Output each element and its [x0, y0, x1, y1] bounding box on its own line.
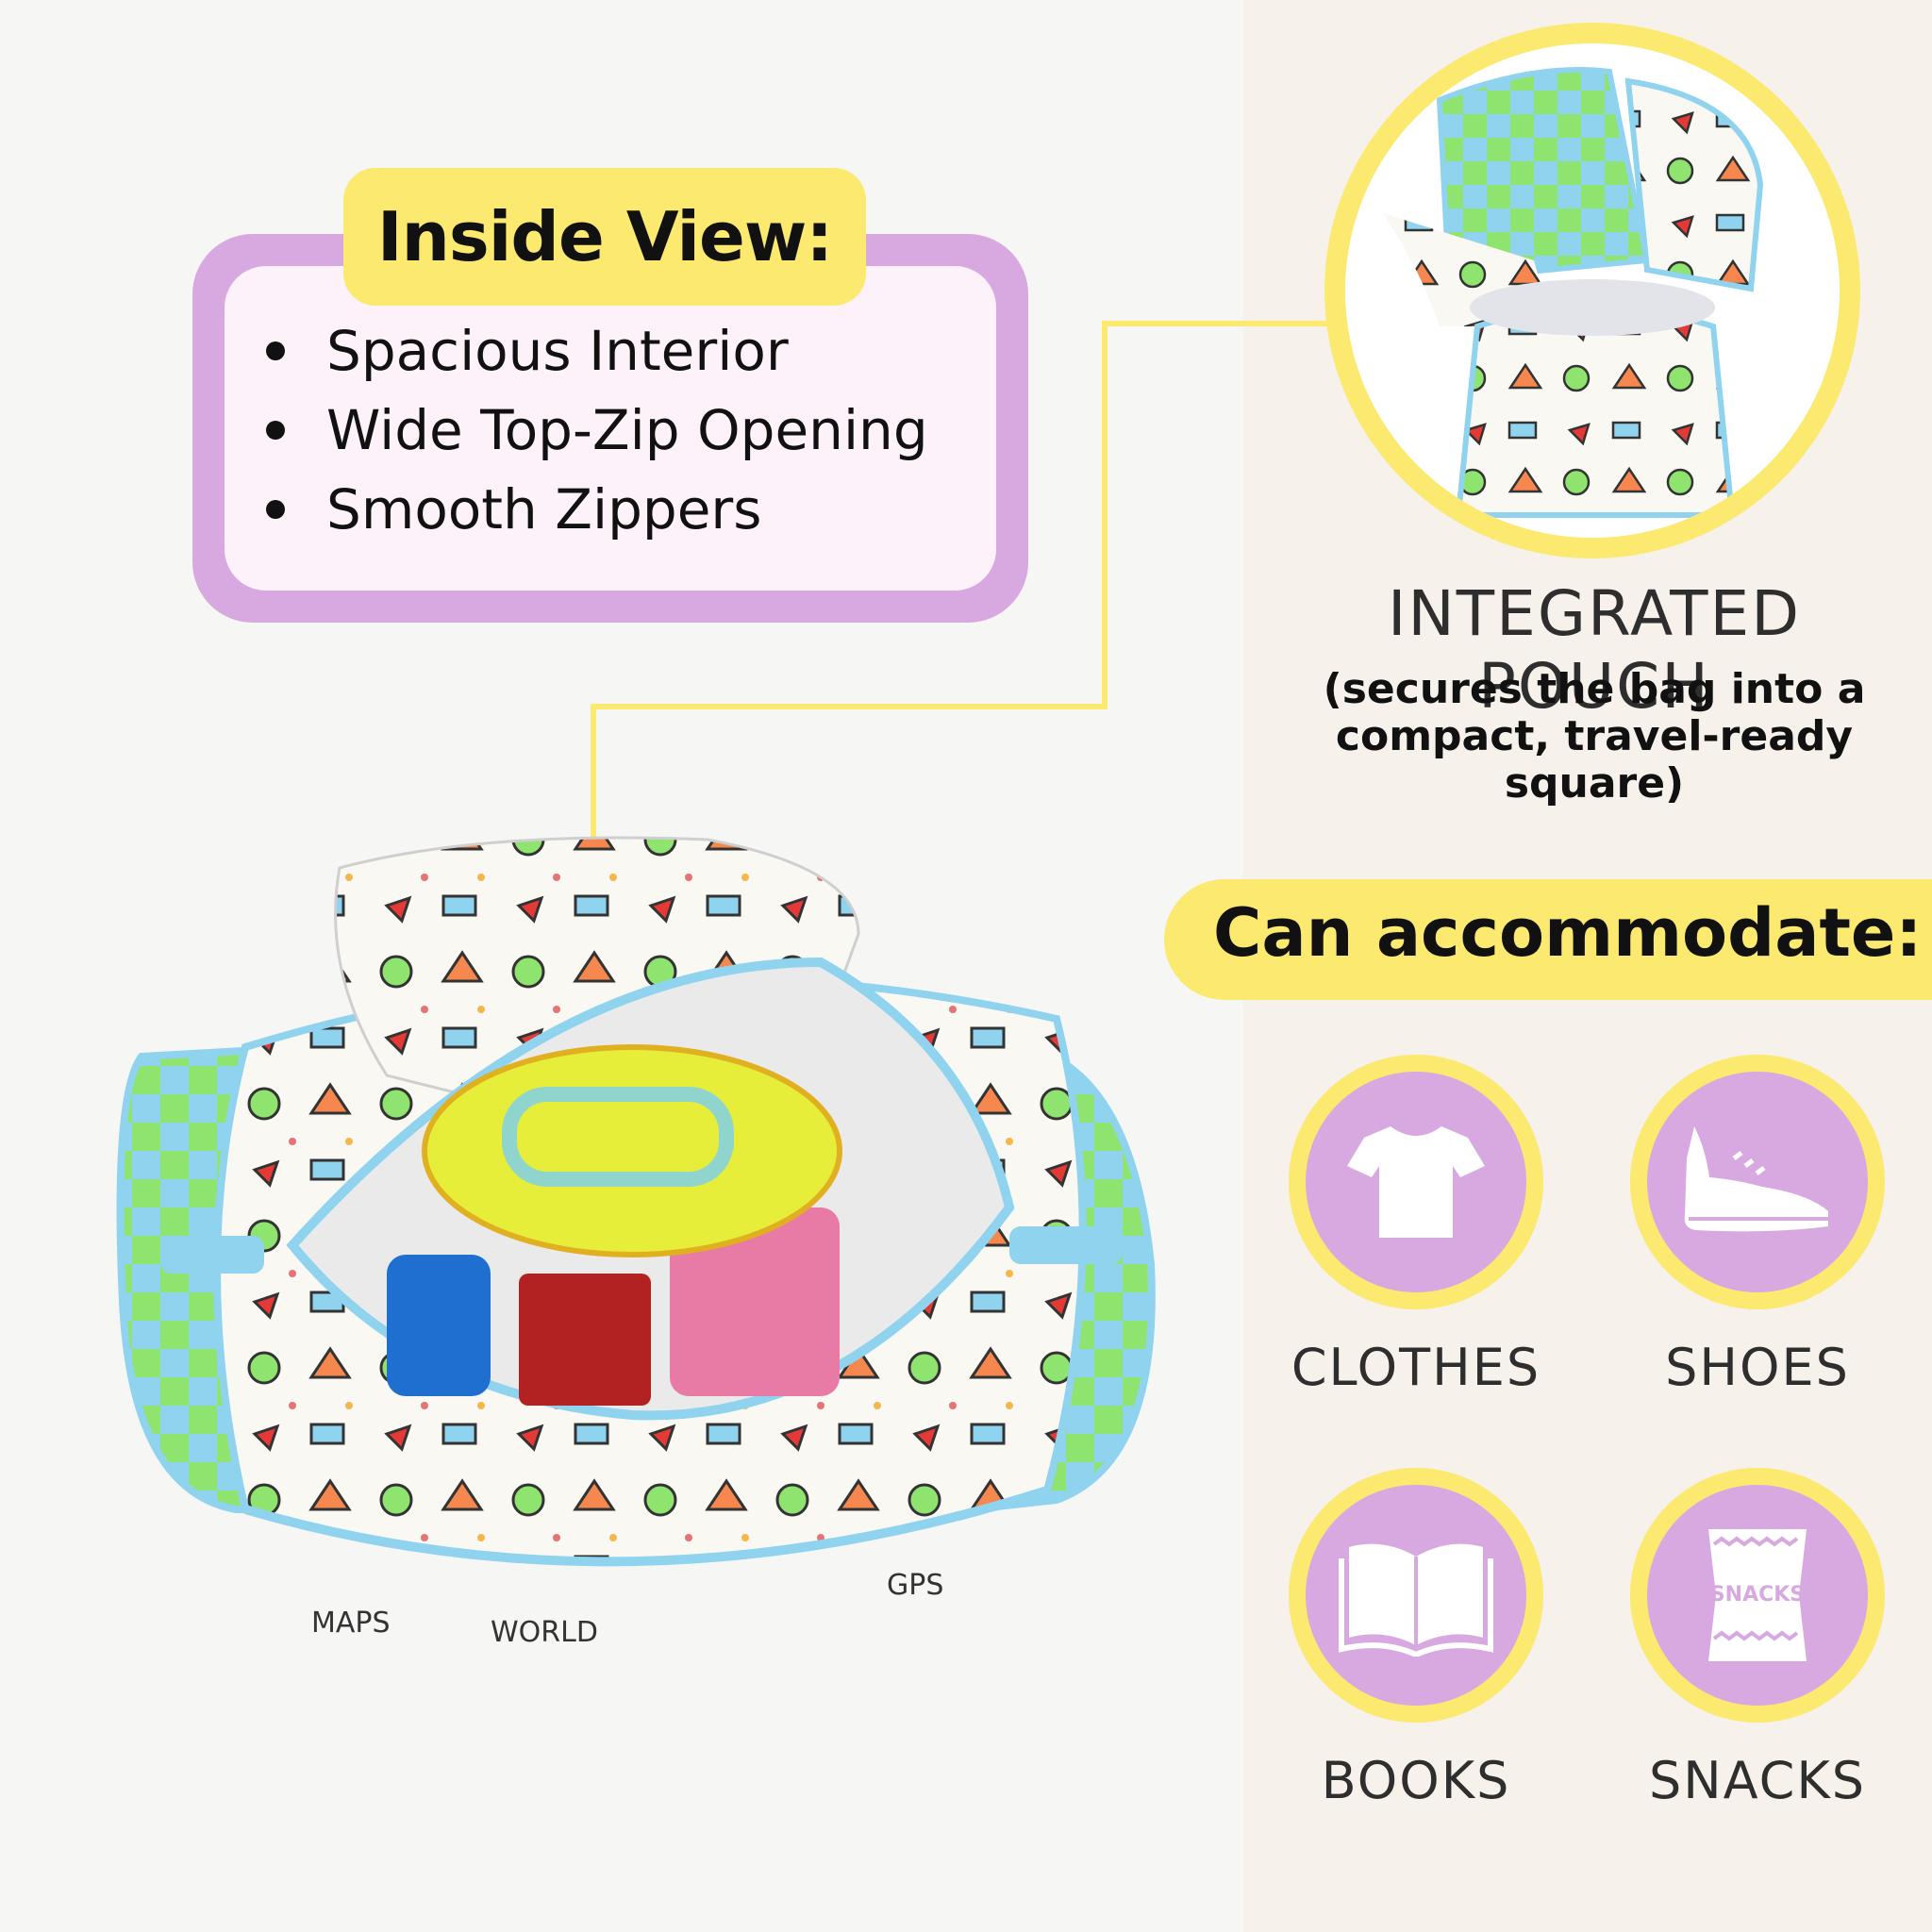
integrated-pouch-title: INTEGRATED POUCH: [1387, 577, 1802, 723]
bag-print-text: WORLD: [491, 1616, 598, 1649]
feature-item: Wide Top-Zip Opening: [266, 391, 928, 470]
accommodate-item-label: BOOKS: [1321, 1751, 1511, 1810]
integrated-pouch-subtitle: (secures the bag into a compact, travel-…: [1323, 665, 1866, 808]
duffel-bag-illustration: MAPS WORLD GPS: [116, 836, 1156, 1649]
connector-line: [591, 704, 596, 889]
sneaker-icon: [1647, 1072, 1868, 1292]
pouch-photo-image: [1345, 43, 1840, 538]
connector-line: [591, 704, 1108, 709]
inside-view-callout-body: [225, 266, 996, 591]
feature-item: Smooth Zippers: [266, 470, 928, 549]
tshirt-icon: [1306, 1072, 1526, 1292]
feature-text: Smooth Zippers: [326, 477, 762, 541]
bag-print-text: MAPS: [311, 1607, 391, 1640]
snack-bag-icon: SNACKS: [1647, 1485, 1868, 1706]
bag-print-text: GPS: [887, 1569, 943, 1602]
accommodate-item-label: SHOES: [1665, 1338, 1850, 1397]
accommodate-item-label: CLOTHES: [1291, 1338, 1541, 1397]
connector-line: [1104, 321, 1330, 326]
accommodate-title: Can accommodate:: [1213, 894, 1923, 972]
duffel-bag-open-photo: MAPS WORLD GPS: [104, 811, 1179, 1717]
integrated-pouch-photo: [1324, 23, 1860, 558]
feature-item: Spacious Interior: [266, 311, 928, 391]
snack-bag-label: SNACKS: [1710, 1583, 1805, 1607]
connector-line: [1102, 321, 1108, 709]
pouch-illustration: [1345, 43, 1840, 538]
bullet-dot-icon: [266, 341, 285, 360]
inside-view-feature-list: Spacious Interior Wide Top-Zip Opening S…: [266, 311, 928, 549]
accommodate-title-pill: [1164, 879, 1932, 1000]
inside-view-title-pill: Inside View:: [343, 168, 866, 306]
accommodate-item-label: SNACKS: [1648, 1751, 1867, 1810]
feature-text: Wide Top-Zip Opening: [326, 398, 928, 462]
bullet-dot-icon: [266, 500, 285, 519]
inside-view-title: Inside View:: [376, 197, 833, 276]
open-book-icon: [1306, 1485, 1526, 1706]
bullet-dot-icon: [266, 421, 285, 440]
feature-text: Spacious Interior: [326, 319, 789, 383]
